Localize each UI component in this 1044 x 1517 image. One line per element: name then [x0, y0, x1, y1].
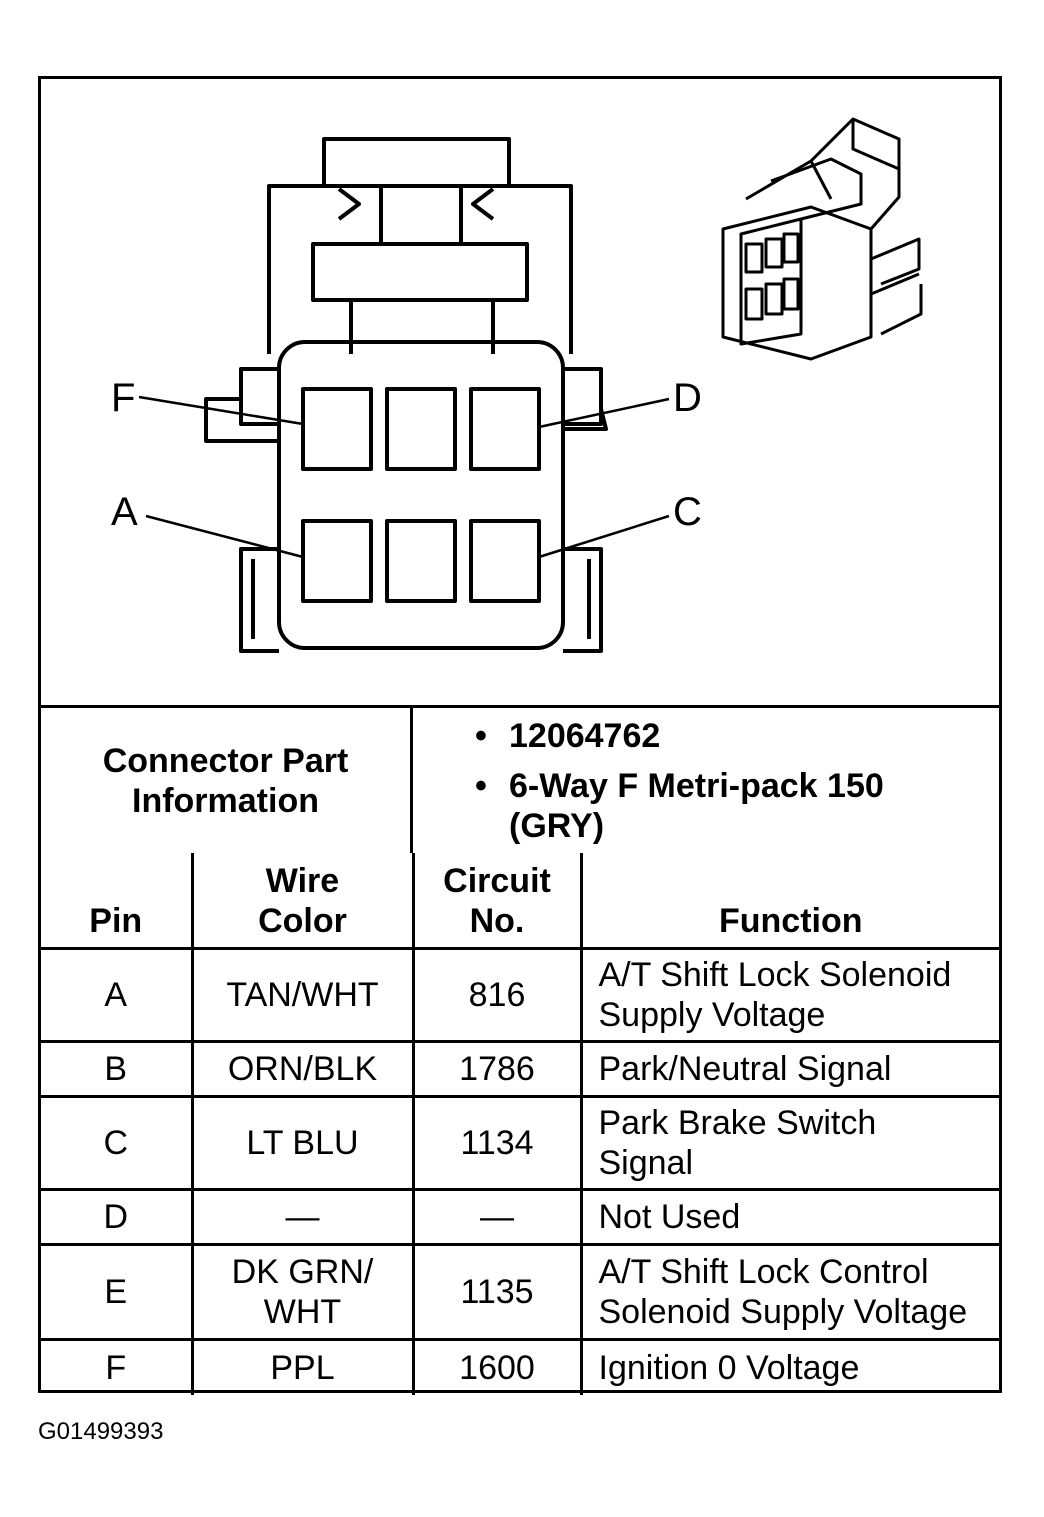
leader-f	[138, 395, 304, 426]
cavity-c	[469, 519, 541, 603]
table-header-row: Pin Wire Color Circuit No. Function	[41, 853, 999, 950]
circuit-cell: 1134	[411, 1094, 583, 1191]
cavity-b	[385, 519, 457, 603]
function-cell: Park Brake Switch Signal	[579, 1094, 999, 1191]
header-circuit-no: Circuit No.	[411, 853, 583, 950]
circuit-cell: 1600	[411, 1337, 583, 1395]
connector-type: 6-Way F Metri-pack 150 (GRY)	[509, 767, 884, 845]
figure-id: G01499393	[38, 1418, 164, 1445]
pin-label-c: C	[673, 490, 702, 534]
table-row: D — — Not Used	[41, 1187, 999, 1246]
wire-color-cell: LT BLU	[190, 1094, 415, 1191]
wire-color-cell: —	[190, 1187, 415, 1246]
cavity-a	[301, 519, 373, 603]
wire-color-cell: TAN/WHT	[190, 946, 415, 1043]
table-row: E DK GRN/ WHT 1135 A/T Shift Lock Contro…	[41, 1242, 999, 1341]
table-row: C LT BLU 1134 Park Brake Switch Signal	[41, 1094, 999, 1191]
wire-color-cell: ORN/BLK	[190, 1039, 415, 1098]
connector-type-item: • 6-Way F Metri-pack 150 (GRY)	[475, 766, 929, 846]
circuit-cell: —	[411, 1187, 583, 1246]
pin-label-d: D	[673, 376, 702, 420]
cavity-d	[469, 387, 541, 471]
connector-face-drawing: F D A C	[111, 117, 923, 653]
table-row: A TAN/WHT 816 A/T Shift Lock Solenoid Su…	[41, 946, 999, 1043]
part-number-item: • 12064762	[475, 716, 661, 756]
connector-diagram: F D A C	[41, 79, 999, 705]
function-cell: A/T Shift Lock Solenoid Supply Voltage	[579, 946, 999, 1043]
pin-cell: A	[41, 946, 194, 1043]
function-cell: A/T Shift Lock Control Solenoid Supply V…	[579, 1242, 999, 1341]
connector-frame: F D A C	[38, 76, 1002, 1395]
part-number: 12064762	[509, 717, 661, 755]
header-function: Function	[579, 853, 999, 950]
pinout-table: Pin Wire Color Circuit No. Function A TA…	[41, 853, 999, 1395]
function-cell: Park/Neutral Signal	[579, 1039, 999, 1098]
wire-color-cell: PPL	[190, 1337, 415, 1395]
pin-label-a: A	[111, 490, 138, 534]
bullet-icon: •	[475, 767, 487, 805]
bullet-icon: •	[475, 717, 487, 755]
pin-cell: D	[41, 1187, 194, 1246]
pin-cell: F	[41, 1337, 194, 1395]
leader-a	[145, 514, 304, 559]
pin-cell: B	[41, 1039, 194, 1098]
function-cell: Ignition 0 Voltage	[579, 1337, 999, 1395]
circuit-cell: 816	[411, 946, 583, 1043]
pin-cell: E	[41, 1242, 194, 1341]
function-cell: Not Used	[579, 1187, 999, 1246]
leader-d	[538, 397, 670, 429]
connector-info-values: • 12064762 • 6-Way F Metri-pack 150 (GRY…	[413, 708, 999, 853]
connector-part-info: Connector Part Information • 12064762 • …	[41, 705, 999, 853]
cavity-f	[301, 387, 373, 471]
leader-c	[538, 514, 670, 559]
cavity-e	[385, 387, 457, 471]
circuit-cell: 1135	[411, 1242, 583, 1341]
table-row: B ORN/BLK 1786 Park/Neutral Signal	[41, 1039, 999, 1098]
connector-info-label: Connector Part Information	[102, 741, 349, 820]
connector-3d-icon	[721, 117, 923, 361]
pin-cell: C	[41, 1094, 194, 1191]
wire-color-cell: DK GRN/ WHT	[190, 1242, 415, 1341]
header-wire-color: Wire Color	[190, 853, 415, 950]
circuit-cell: 1786	[411, 1039, 583, 1098]
header-pin: Pin	[41, 853, 194, 950]
table-row: F PPL 1600 Ignition 0 Voltage	[41, 1337, 999, 1395]
pin-label-f: F	[111, 376, 135, 420]
connector-info-label-cell: Connector Part Information	[41, 708, 413, 853]
